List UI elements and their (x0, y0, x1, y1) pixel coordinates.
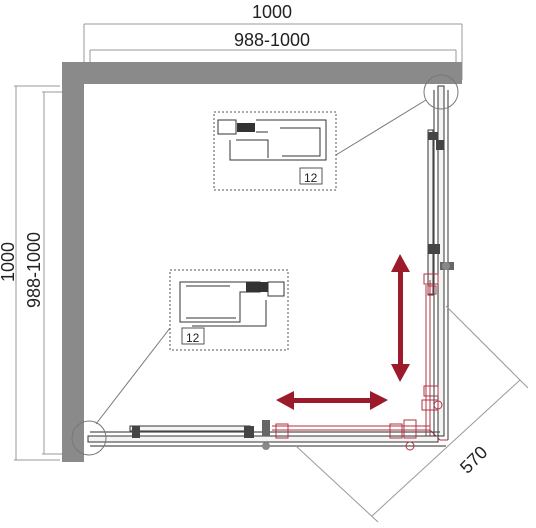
left-dimensions: 1000 988-1000 (0, 86, 62, 460)
top-inner-dimension: 988-1000 (234, 30, 310, 50)
upper-profile-detail: 12 (214, 112, 336, 190)
lower-detail-label: 12 (186, 331, 200, 345)
bottom-glass-panel (88, 420, 446, 450)
upper-detail-label: 12 (304, 171, 318, 185)
side-wall (62, 62, 84, 462)
right-glass-panel (422, 86, 454, 440)
diagonal-dimension: 570 (296, 306, 528, 522)
top-outer-dimension: 1000 (252, 2, 292, 22)
lower-profile-detail: 12 (170, 270, 288, 350)
double-arrow-vertical-icon (391, 254, 410, 382)
left-outer-dimension: 1000 (0, 242, 18, 282)
back-wall (62, 62, 462, 84)
double-arrow-horizontal-icon (276, 391, 388, 410)
diagonal-dimension-label: 570 (456, 442, 491, 477)
left-inner-dimension: 988-1000 (24, 232, 44, 308)
